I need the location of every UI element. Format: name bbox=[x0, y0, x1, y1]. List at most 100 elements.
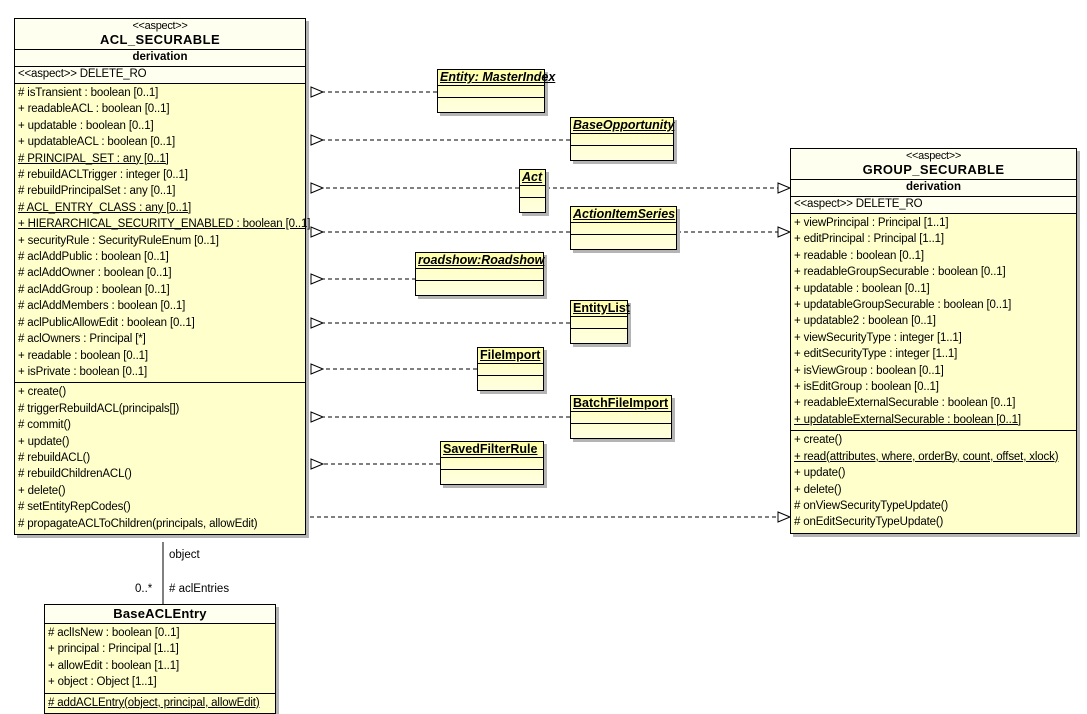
class-name-label: ACL_SECURABLE bbox=[99, 32, 221, 47]
attributes-section-base-acl-entry: # aclIsNew : boolean [0..1] + principal … bbox=[45, 624, 275, 693]
operation-row: # rebuildChildrenACL() bbox=[18, 468, 132, 481]
operation-row: # commit() bbox=[18, 419, 71, 432]
derivation-label: derivation bbox=[791, 180, 1076, 197]
attribute-row: + readableGroupSecurable : boolean [0..1… bbox=[794, 266, 1006, 279]
operations-compartment bbox=[571, 424, 671, 436]
attribute-row: # ACL_ENTRY_CLASS : any [0..1] bbox=[18, 201, 191, 214]
attributes-compartment bbox=[571, 134, 673, 146]
attribute-row: + isEditGroup : boolean [0..1] bbox=[794, 381, 939, 394]
attribute-row: + isPrivate : boolean [0..1] bbox=[18, 365, 148, 378]
operation-row: # onViewSecurityTypeUpdate() bbox=[794, 499, 949, 512]
association-multiplicity-label: 0..* bbox=[135, 583, 153, 595]
operation-row: # onEditSecurityTypeUpdate() bbox=[794, 516, 944, 529]
attribute-row: + isViewGroup : boolean [0..1] bbox=[794, 364, 944, 377]
attribute-row: + editSecurityType : integer [1..1] bbox=[794, 348, 958, 361]
operation-row: + read(attributes, where, orderBy, count… bbox=[794, 450, 1059, 463]
class-name-label: SavedFilterRule bbox=[441, 442, 543, 458]
operation-row: # addACLEntry(object, principal, allowEd… bbox=[48, 696, 260, 709]
class-base-acl-entry[interactable]: BaseACLEntry # aclIsNew : boolean [0..1]… bbox=[44, 604, 276, 714]
operation-row: + update() bbox=[794, 467, 846, 480]
attribute-row: + principal : Principal [1..1] bbox=[48, 643, 179, 656]
operations-compartment bbox=[441, 470, 543, 482]
operation-row: + delete() bbox=[794, 483, 842, 496]
operations-compartment bbox=[478, 376, 543, 388]
class-name-label: ActionItemSeries bbox=[571, 207, 676, 223]
attribute-row: # isTransient : boolean [0..1] bbox=[18, 87, 159, 99]
class-name-label: BaseOpportunity bbox=[571, 118, 675, 134]
class-name-label: BatchFileImport bbox=[571, 396, 671, 412]
operations-compartment bbox=[571, 235, 676, 247]
attributes-compartment bbox=[416, 269, 543, 281]
operation-row: # rebuildACL() bbox=[18, 451, 91, 464]
attribute-row: + readable : boolean [0..1] bbox=[794, 249, 924, 262]
attributes-compartment bbox=[571, 317, 627, 329]
operation-row: # propagateACLToChildren(principals, all… bbox=[18, 517, 258, 530]
derivation-value: <<aspect>> DELETE_RO bbox=[15, 66, 305, 84]
operations-section-acl-securable: + create() # triggerRebuildACL(principal… bbox=[15, 382, 305, 534]
class-name-label: Act bbox=[520, 170, 545, 186]
class-name-label: GROUP_SECURABLE bbox=[862, 162, 1005, 177]
operations-compartment bbox=[571, 146, 673, 158]
stereotype-label: <<aspect>> bbox=[905, 150, 962, 162]
attribute-row: # aclAddPublic : boolean [0..1] bbox=[18, 251, 169, 264]
class-entitylist[interactable]: EntityList bbox=[570, 300, 630, 344]
class-actionitemseries[interactable]: ActionItemSeries bbox=[570, 206, 677, 250]
operations-compartment bbox=[416, 281, 543, 293]
operations-compartment bbox=[571, 329, 627, 341]
attribute-row: # aclAddGroup : boolean [0..1] bbox=[18, 283, 170, 296]
attribute-row: + securityRule : SecurityRuleEnum [0..1] bbox=[18, 234, 219, 247]
attributes-compartment bbox=[438, 86, 544, 98]
attribute-row: # rebuildACLTrigger : integer [0..1] bbox=[18, 169, 188, 182]
class-name-label: roadshow:Roadshow bbox=[416, 253, 545, 269]
attributes-compartment bbox=[571, 412, 671, 424]
attributes-compartment bbox=[441, 458, 543, 470]
attribute-row: + viewPrincipal : Principal [1..1] bbox=[794, 217, 949, 229]
class-fileimport[interactable]: FileImport bbox=[477, 347, 544, 391]
stereotype-label: <<aspect>> bbox=[132, 20, 188, 32]
class-baseopportunity[interactable]: BaseOpportunity bbox=[570, 117, 674, 161]
attribute-row: + editPrincipal : Principal [1..1] bbox=[794, 233, 944, 246]
attribute-row: + allowEdit : boolean [1..1] bbox=[48, 659, 180, 672]
class-group-securable[interactable]: <<aspect>> GROUP_SECURABLE derivation <<… bbox=[790, 148, 1077, 534]
class-entity-masterindex[interactable]: Entity: MasterIndex bbox=[437, 69, 556, 113]
operation-row: + update() bbox=[18, 435, 70, 448]
attribute-row: + updatableExternalSecurable : boolean [… bbox=[794, 413, 1021, 426]
attribute-row: # aclPublicAllowEdit : boolean [0..1] bbox=[18, 316, 195, 329]
attribute-row: # aclOwners : Principal [*] bbox=[18, 333, 146, 346]
attribute-row: # aclAddOwner : boolean [0..1] bbox=[18, 267, 172, 280]
operations-compartment bbox=[438, 98, 544, 110]
class-header-acl-securable: <<aspect>> ACL_SECURABLE bbox=[15, 19, 305, 50]
attributes-section-acl-securable: # isTransient : boolean [0..1] + readabl… bbox=[15, 84, 310, 382]
class-acl-securable[interactable]: <<aspect>> ACL_SECURABLE derivation <<as… bbox=[14, 18, 310, 535]
operation-row: + create() bbox=[18, 386, 67, 399]
class-batchfileimport[interactable]: BatchFileImport bbox=[570, 395, 672, 439]
association-role-label-aclentries: # aclEntries bbox=[169, 583, 230, 595]
attributes-section-group-securable: + viewPrincipal : Principal [1..1] + edi… bbox=[791, 214, 1076, 430]
attribute-row: # PRINCIPAL_SET : any [0..1] bbox=[18, 152, 169, 165]
attributes-compartment bbox=[571, 223, 676, 235]
attribute-row: + readable : boolean [0..1] bbox=[18, 349, 148, 362]
derivation-label: derivation bbox=[15, 50, 305, 67]
attribute-row: + updatable : boolean [0..1] bbox=[18, 119, 154, 132]
operation-row: # triggerRebuildACL(principals[]) bbox=[18, 402, 180, 415]
operation-row: + delete() bbox=[18, 484, 66, 497]
operations-compartment bbox=[520, 198, 545, 210]
operation-row: # setEntityRepCodes() bbox=[18, 501, 131, 514]
class-savedfilterrule[interactable]: SavedFilterRule bbox=[440, 441, 544, 485]
attribute-row: + updatable2 : boolean [0..1] bbox=[794, 315, 936, 328]
association-end-label-object: object bbox=[169, 549, 200, 561]
attribute-row: + updatableACL : boolean [0..1] bbox=[18, 136, 176, 149]
class-act[interactable]: Act bbox=[519, 169, 546, 213]
class-roadshow[interactable]: roadshow:Roadshow bbox=[415, 252, 544, 296]
attribute-row: + readableExternalSecurable : boolean [0… bbox=[794, 397, 1016, 410]
attributes-compartment bbox=[478, 364, 543, 376]
class-name-label: FileImport bbox=[478, 348, 543, 364]
attribute-row: # aclAddMembers : boolean [0..1] bbox=[18, 300, 186, 313]
attribute-row: + updatable : boolean [0..1] bbox=[794, 282, 930, 295]
operations-section-group-securable: + create() + read(attributes, where, ord… bbox=[791, 430, 1076, 532]
class-name-label: Entity: MasterIndex bbox=[438, 70, 556, 86]
class-name-label: EntityList bbox=[571, 301, 630, 317]
derivation-value: <<aspect>> DELETE_RO bbox=[791, 196, 1076, 214]
attribute-row: # rebuildPrincipalSet : any [0..1] bbox=[18, 185, 176, 198]
attributes-compartment bbox=[520, 186, 545, 198]
